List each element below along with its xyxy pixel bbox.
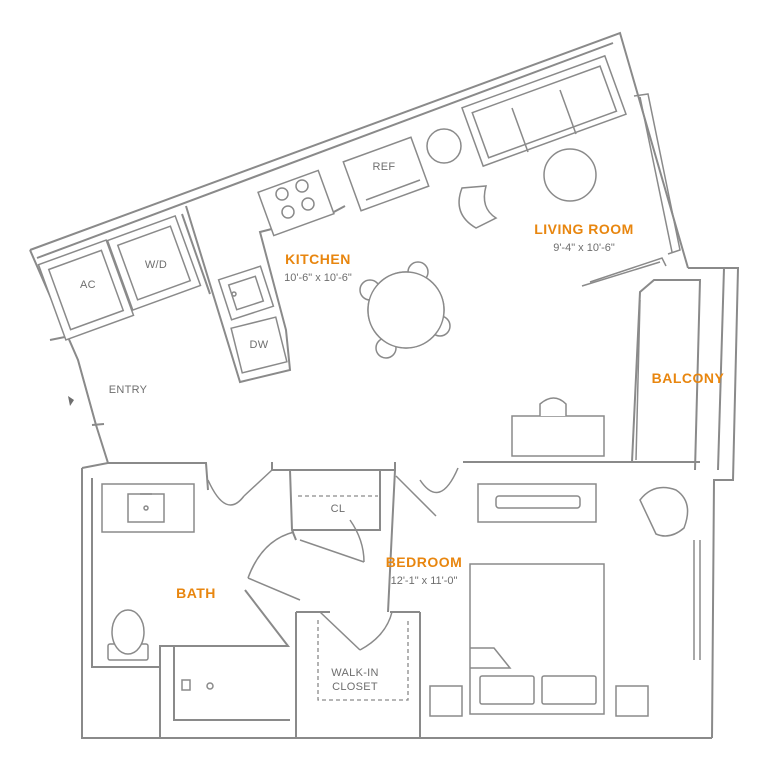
sofa — [461, 54, 627, 168]
bath-label: BATH — [176, 585, 216, 601]
shower-icon — [172, 645, 244, 691]
dishwasher: DW — [230, 316, 288, 374]
kitchen-dims: 10'-6" x 10'-6" — [284, 272, 352, 284]
kitchen-label: KITCHEN — [285, 251, 351, 267]
bath-vanity — [101, 483, 195, 533]
dining-table — [359, 261, 451, 359]
nightstand-right — [615, 685, 649, 717]
coffee-table — [543, 148, 597, 202]
living-room-label: LIVING ROOM — [534, 221, 634, 237]
desk — [511, 397, 605, 457]
wd-label: W/D — [145, 259, 167, 271]
dw-label: DW — [250, 339, 269, 351]
nightstand-left — [429, 685, 463, 717]
bedroom-dims: 12'-1" x 11'-0" — [391, 575, 458, 587]
balcony-label: BALCONY — [652, 370, 725, 386]
ac-unit: AC — [37, 239, 135, 341]
armchair — [458, 185, 498, 229]
dresser — [477, 483, 597, 523]
bed — [469, 563, 605, 715]
ref-label: REF — [373, 161, 396, 173]
refrigerator: REF — [342, 136, 430, 212]
ac-label: AC — [80, 279, 96, 291]
walk-in-label-2: CLOSET — [332, 681, 378, 693]
entry-label: ENTRY — [109, 384, 148, 396]
walk-in-closet: WALK-IN CLOSET — [317, 620, 409, 701]
bedroom-label: BEDROOM — [386, 554, 463, 570]
side-table — [426, 128, 462, 164]
sink-icon — [217, 265, 275, 321]
walk-in-label-1: WALK-IN — [331, 667, 379, 679]
tv-console — [581, 257, 667, 287]
closet: CL — [298, 495, 378, 515]
bedroom-chair — [639, 486, 689, 537]
living-room-dims: 9'-4" x 10'-6" — [553, 242, 615, 254]
stove-icon — [257, 169, 335, 237]
entry-arrow-icon — [68, 396, 74, 406]
closet-label: CL — [331, 503, 346, 515]
washer-dryer: W/D — [106, 214, 202, 312]
toilet-icon — [107, 609, 149, 661]
doors — [77, 359, 459, 651]
